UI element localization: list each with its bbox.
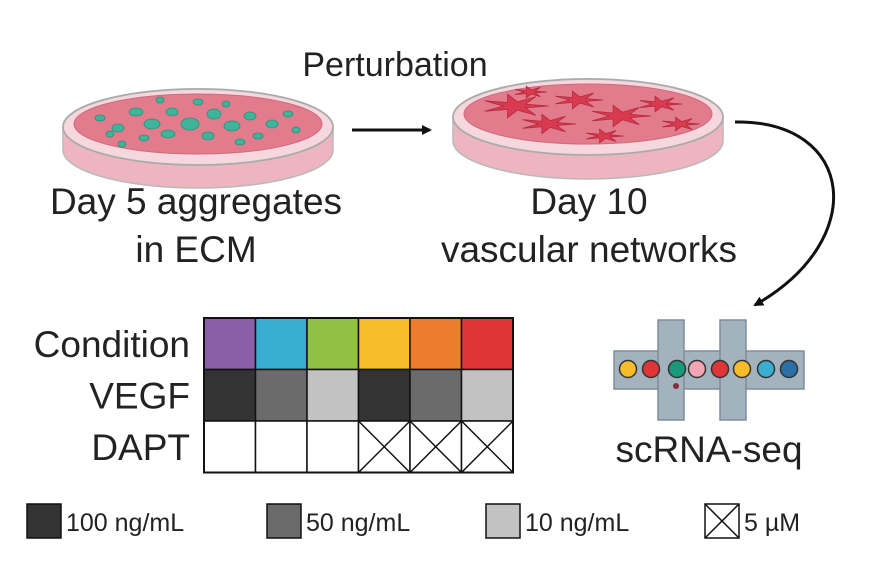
scrna-seq-label: scRNA-seq	[615, 429, 802, 470]
petri-dish-networks	[452, 78, 724, 180]
network-cluster	[484, 93, 549, 119]
vegf-row-label: VEGF	[89, 375, 190, 416]
legend-swatch	[266, 503, 302, 539]
dapt-row-label: DAPT	[91, 427, 190, 468]
aggregate	[160, 129, 176, 139]
droplet	[779, 359, 799, 379]
aggregate	[94, 114, 106, 122]
aggregate	[206, 108, 222, 120]
dapt-cross-stroke	[409, 420, 463, 474]
free-cell	[673, 383, 679, 389]
legend-label: 100 ng/mL	[66, 509, 184, 537]
condition-row-cell	[306, 317, 360, 371]
aggregate	[243, 111, 257, 121]
vascular-network-clusters	[484, 85, 700, 144]
vegf-row-cell	[203, 368, 257, 422]
aggregate	[143, 118, 161, 130]
aggregate	[138, 134, 150, 142]
droplets	[618, 359, 799, 379]
aggregate	[223, 120, 241, 132]
aggregate	[105, 130, 115, 138]
legend-swatch	[485, 503, 521, 539]
dish-left-caption-line2: in ECM	[135, 229, 256, 270]
dish-right-caption-line1: Day 10	[530, 181, 647, 222]
legend: 100 ng/mL 50 ng/mL 10 ng/mL 5 µM	[26, 503, 800, 539]
aggregate	[111, 123, 125, 133]
network-cluster	[592, 104, 651, 128]
network-cluster	[555, 90, 604, 110]
vegf-row-cell	[357, 368, 411, 422]
droplet	[641, 359, 661, 379]
condition-row-cell	[460, 317, 514, 371]
vegf-row-cell	[306, 368, 360, 422]
aggregate	[221, 100, 231, 108]
aggregate	[192, 98, 204, 106]
dapt-row-cell	[306, 420, 360, 474]
droplet	[756, 359, 776, 379]
legend-label: 50 ng/mL	[306, 509, 410, 537]
to-scrna-arrow	[734, 120, 836, 307]
legend-cross-stroke	[704, 503, 740, 539]
vegf-row-cell	[460, 368, 514, 422]
condition-row-cell	[357, 317, 411, 371]
network-cluster	[662, 116, 700, 132]
dapt-cross-stroke	[357, 420, 411, 474]
aggregate	[117, 140, 127, 148]
aggregate	[234, 138, 246, 146]
vegf-row-cell	[254, 368, 308, 422]
aggregate	[155, 96, 165, 104]
dapt-row-cell	[254, 420, 308, 474]
aggregate	[252, 132, 264, 140]
network-cluster	[522, 113, 577, 135]
scrna-seq-chip: scRNA-seq	[613, 319, 805, 470]
network-cluster	[639, 95, 683, 113]
dish-right-caption-line2: vascular networks	[441, 229, 737, 270]
droplet	[732, 359, 752, 379]
dapt-row-cell	[203, 420, 257, 474]
aggregate	[180, 117, 200, 131]
aggregate-cells	[94, 96, 301, 148]
droplet	[618, 359, 638, 379]
dish-left-caption-line1: Day 5 aggregates	[50, 181, 342, 222]
aggregate	[282, 110, 294, 118]
network-cluster	[514, 85, 547, 99]
legend-label: 5 µM	[744, 509, 800, 537]
condition-row-label: Condition	[34, 324, 190, 365]
dapt-cross-stroke	[460, 420, 514, 474]
droplet	[667, 359, 687, 379]
network-cluster	[586, 128, 624, 144]
aggregate	[128, 107, 144, 117]
aggregate	[165, 107, 179, 117]
petri-dish-aggregates	[62, 88, 334, 189]
perturbation-label: Perturbation	[302, 46, 487, 84]
matrix-border	[203, 317, 514, 474]
legend-label: 10 ng/mL	[525, 509, 629, 537]
vegf-row-cell	[409, 368, 463, 422]
condition-row-cell	[254, 317, 308, 371]
condition-row-cell	[203, 317, 257, 371]
legend-swatch	[26, 503, 62, 539]
aggregate	[201, 131, 215, 141]
aggregate	[291, 126, 301, 134]
condition-row-cell	[409, 317, 463, 371]
aggregate	[265, 119, 279, 129]
droplet	[710, 359, 730, 379]
droplet	[687, 359, 707, 379]
